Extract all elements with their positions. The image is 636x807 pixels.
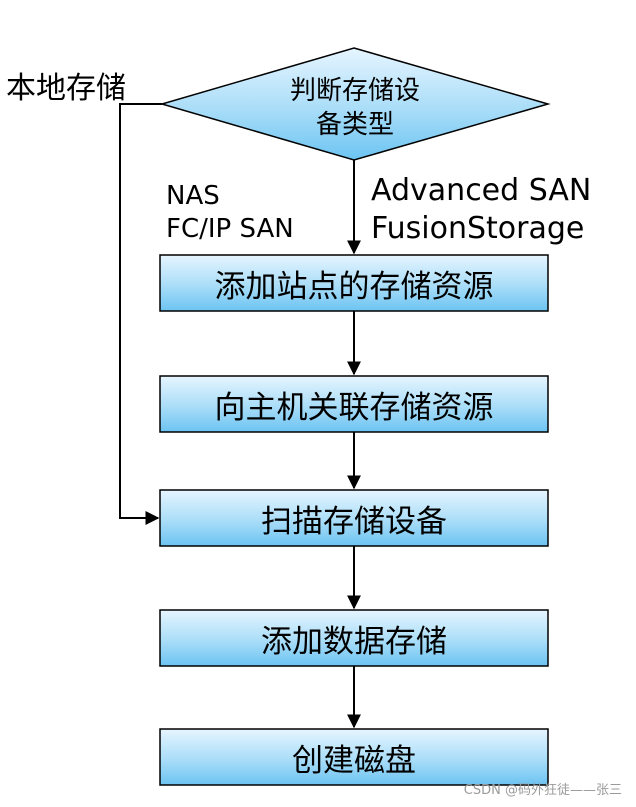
arrow-local-storage-bypass <box>119 103 162 525</box>
process-box-add-site-storage <box>159 254 549 312</box>
step-label-add-datastore: 添加数据存储 <box>261 623 447 660</box>
branch-label-nas: NAS <box>166 181 220 211</box>
process-box-scan-storage <box>159 489 549 547</box>
process-box-add-datastore <box>159 609 549 667</box>
branch-label-fc-ip-san: FC/IP SAN <box>166 214 294 244</box>
branch-label-fusion-storage: FusionStorage <box>371 211 585 246</box>
process-box-associate-host-storage <box>159 375 549 433</box>
step-label-add-site-storage: 添加站点的存储资源 <box>214 268 494 305</box>
process-box-create-disk <box>159 728 549 786</box>
branch-label-advanced-san: Advanced SAN <box>371 173 592 208</box>
watermark: CSDN @码外狂徒——张三 <box>463 783 622 798</box>
step-label-create-disk: 创建磁盘 <box>292 742 416 779</box>
decision-label: 判断存储设 备类型 <box>230 74 480 143</box>
step-label-associate-host-storage: 向主机关联存储资源 <box>214 389 494 426</box>
step-label-scan-storage: 扫描存储设备 <box>261 503 447 540</box>
branch-label-local-storage: 本地存储 <box>6 71 126 106</box>
decision-label-line1: 判断存储设 <box>289 76 420 106</box>
decision-label-line2: 备类型 <box>315 110 394 141</box>
